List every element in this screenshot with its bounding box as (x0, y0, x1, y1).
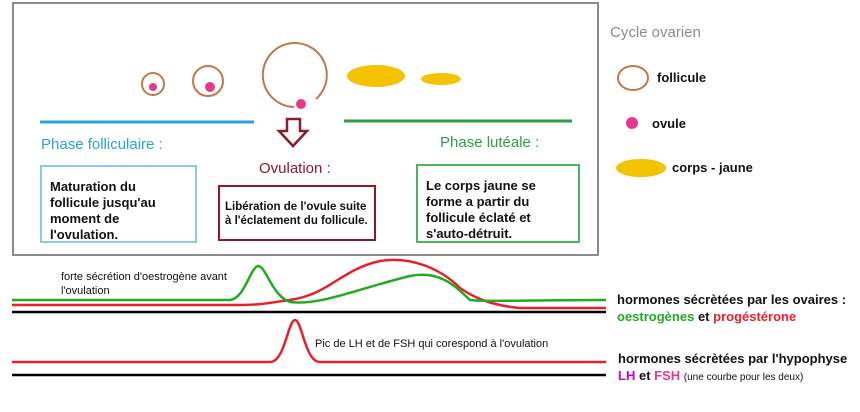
progesterone-label: progéstérone (713, 309, 797, 324)
released-ovum-icon (296, 99, 306, 109)
ovulation-title: Ovulation : (259, 160, 331, 177)
legend-corpus-luteum-label: corps - jaune (672, 160, 753, 175)
ovulation-text: Libération de l'ovule suite à l'éclateme… (225, 201, 368, 227)
ovarian-hormones-title: hormones sécrètées par les ovaires : (617, 292, 847, 307)
luteal-phase-text: Le corps jaune se forme a partir du foll… (426, 178, 536, 241)
ovarian-cycle-frame (12, 2, 599, 256)
ovarian-hormones-list: oestrogènes et progéstérone (617, 309, 796, 324)
legend-title: Cycle ovarien (610, 24, 701, 41)
follicular-phase-box: Maturation du follicule jusqu'au moment … (40, 165, 197, 243)
pituitary-hormones-title: hormones sécrètées par l'hypophyse (618, 351, 848, 366)
ovum-stage-1-icon (149, 83, 157, 91)
lh-label: LH (618, 368, 636, 383)
lh-fsh-curve (12, 318, 606, 364)
fsh-label: FSH (654, 368, 681, 383)
estrogen-label: oestrogènes (617, 309, 695, 324)
ruptured-follicle-icon (261, 42, 328, 108)
ovum-stage-2-icon (205, 82, 215, 92)
follicle-stage-1-icon (141, 72, 165, 96)
follicle-stage-2-icon (192, 65, 224, 97)
pituitary-connector: et (638, 368, 651, 383)
legend-ovum-label: ovule (652, 116, 686, 131)
legend-follicle-label: follicule (657, 70, 707, 85)
estrogen-curve (12, 264, 607, 304)
ovarian-connector: et (697, 309, 710, 324)
single-curve-note: (une courbe pour les deux) (683, 372, 804, 383)
ovulation-arrow-icon (276, 117, 310, 148)
estrogen-peak-annotation: forte sécrétion d'oestrogène avant l'ovu… (61, 271, 227, 297)
follicular-phase-title: Phase folliculaire : (41, 136, 163, 153)
legend-ovum-icon (626, 117, 638, 129)
corpus-luteum-icon (347, 65, 405, 87)
ovulation-box: Libération de l'ovule suite à l'éclateme… (218, 185, 376, 241)
lh-fsh-peak-annotation: Pic de LH et de FSH qui corespond à l'ov… (315, 338, 549, 350)
corpus-luteum-regressing-icon (421, 73, 461, 85)
legend-follicle-icon (617, 65, 649, 91)
luteal-phase-box: Le corps jaune se forme a partir du foll… (416, 164, 580, 243)
pituitary-hormones-list: LH et FSH (une courbe pour les deux) (618, 368, 803, 383)
progesterone-curve (12, 258, 606, 310)
legend-corpus-luteum-icon (616, 159, 666, 177)
luteal-phase-title: Phase lutéale : (440, 134, 540, 151)
follicular-phase-text: Maturation du follicule jusqu'au moment … (50, 179, 156, 242)
